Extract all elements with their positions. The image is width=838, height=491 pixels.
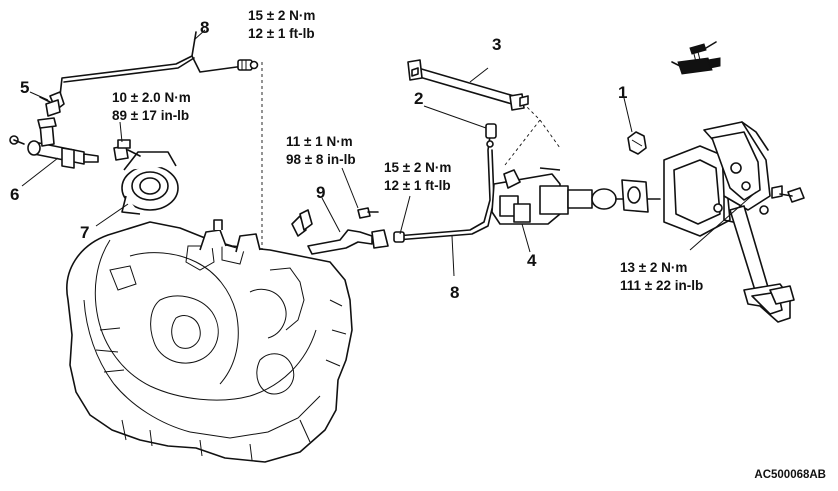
torque-top-ftlb: 12 ± 1 ft-lb	[248, 26, 315, 41]
torque-bleeder-inlb: 98 ± 8 in-lb	[286, 152, 356, 167]
clutch-hose	[291, 207, 389, 255]
callout-3: 3	[492, 35, 501, 54]
release-shaft	[9, 117, 99, 169]
torque-cylinder-ftlb: 12 ± 1 ft-lb	[384, 178, 451, 193]
clutch-pedal-assembly	[663, 121, 805, 323]
torque-bleeder-nm: 11 ± 1 N·m	[286, 134, 353, 149]
clutch-line-upper	[59, 31, 259, 97]
callout-8-bottom: 8	[450, 283, 459, 302]
callout-7: 7	[80, 223, 89, 242]
torque-top-nm: 15 ± 2 N·m	[248, 8, 315, 23]
callout-2: 2	[414, 89, 423, 108]
release-bearing	[113, 139, 179, 215]
grease-gun-icon	[671, 41, 721, 75]
torque-bearing-nm: 10 ± 2.0 N·m	[112, 90, 191, 105]
callout-8-top: 8	[200, 18, 209, 37]
torque-bearing-inlb: 89 ± 17 in-lb	[112, 108, 189, 123]
transaxle-housing	[66, 219, 353, 463]
clutch-line-lower	[393, 123, 497, 243]
callout-6: 6	[10, 185, 19, 204]
callout-9: 9	[316, 183, 325, 202]
leader-lines	[21, 29, 757, 277]
torque-pedal-inlb: 111 ± 22 in-lb	[620, 278, 703, 293]
pedal-stopper	[627, 131, 647, 155]
figure-code: AC500068AB	[754, 469, 826, 481]
bleeder-fitting	[39, 91, 65, 117]
torque-pedal-nm: 13 ± 2 N·m	[620, 260, 687, 275]
callout-1: 1	[618, 83, 627, 102]
callout-5: 5	[20, 78, 29, 97]
torque-cylinder-nm: 15 ± 2 N·m	[384, 160, 451, 175]
callout-4: 4	[527, 251, 537, 270]
clutch-master-cylinder	[491, 167, 661, 225]
reservoir-hose	[407, 59, 529, 111]
